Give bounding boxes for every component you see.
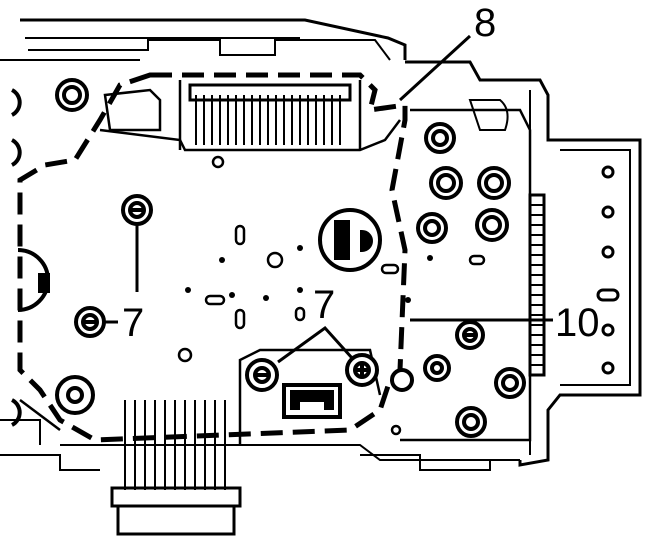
bracket-holes xyxy=(596,165,620,375)
board-small-holes xyxy=(177,155,486,436)
screw-icon xyxy=(455,320,485,350)
callout-board-top-right: 8 xyxy=(474,1,496,45)
callout-board-edge-right: 10 xyxy=(555,301,600,345)
round-socket xyxy=(318,208,382,272)
screw-icon xyxy=(74,306,106,338)
connector-icon xyxy=(282,383,342,419)
board-outline-dashed xyxy=(17,72,408,443)
side-pin-header xyxy=(528,193,546,377)
left-partial-sockets xyxy=(10,88,50,427)
board-dots xyxy=(185,245,433,303)
callout-screws-left: 7 xyxy=(122,301,144,345)
ribbon-connector-top xyxy=(188,83,352,145)
leader-lines xyxy=(104,34,553,364)
ribbon-connector-bottom xyxy=(110,400,242,536)
board-inner-lines xyxy=(19,80,532,445)
screw-icon xyxy=(345,353,379,387)
screw-icon xyxy=(121,194,153,226)
screw-icon xyxy=(245,358,279,392)
callout-screws-bottom: 7 xyxy=(313,283,335,327)
board-components xyxy=(55,78,526,438)
